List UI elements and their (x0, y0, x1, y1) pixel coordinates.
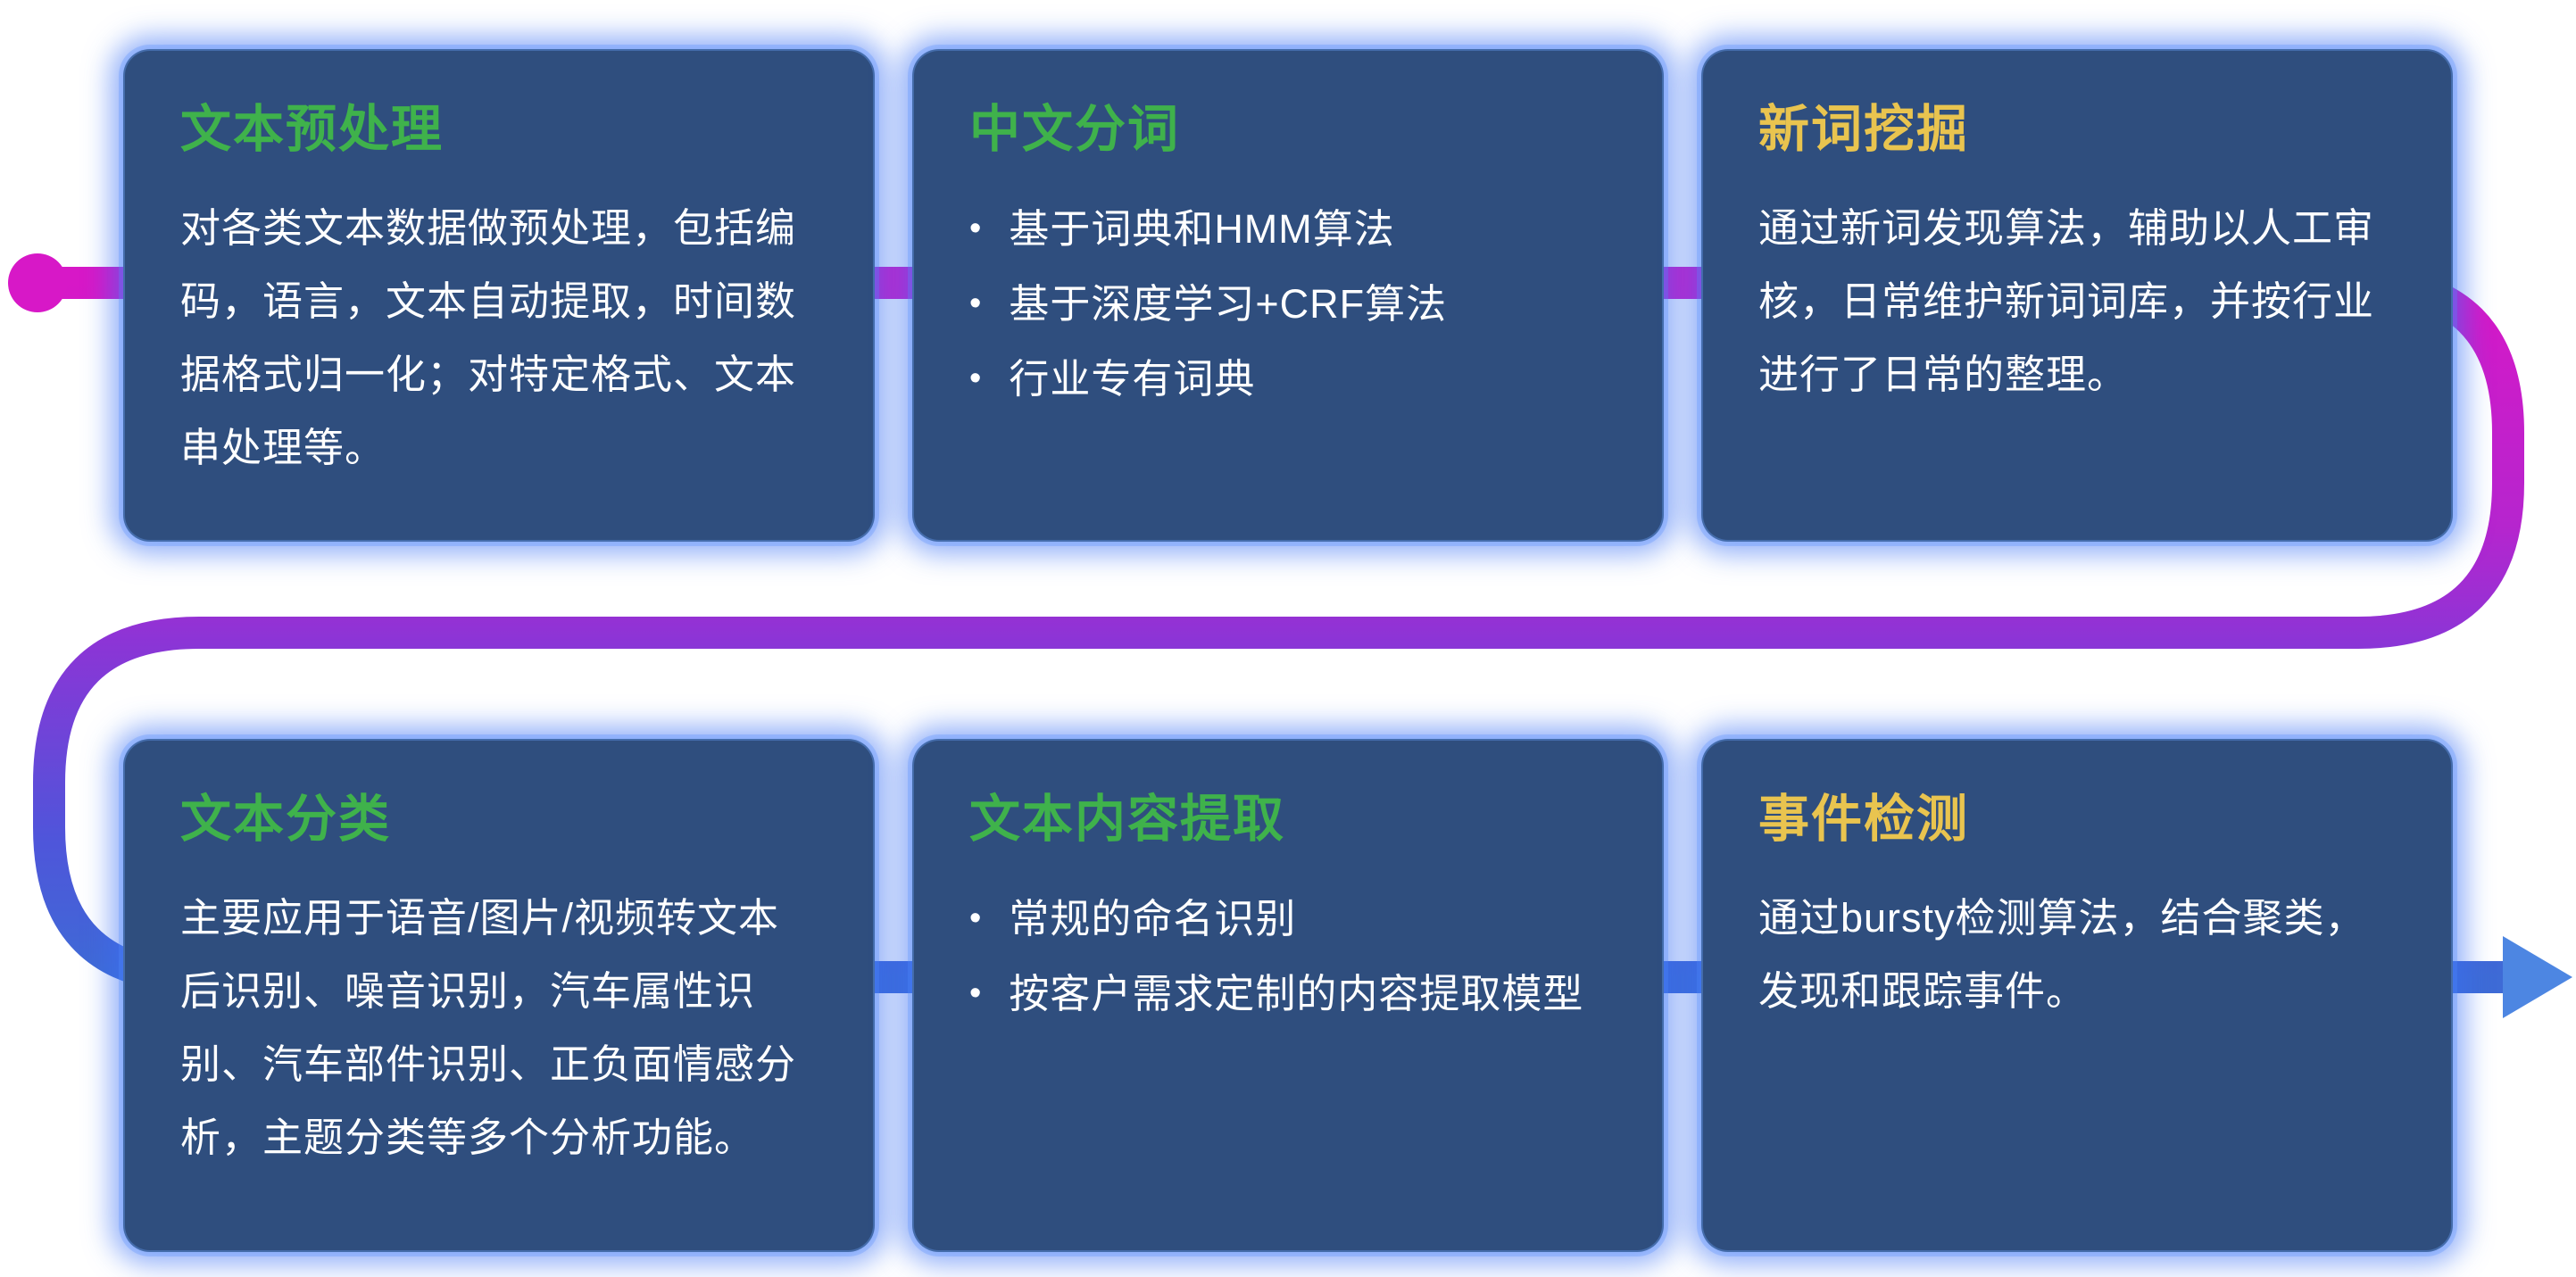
bullet-item: • 行业专有词典 (969, 342, 1607, 417)
card-new-word-mining: 新词挖掘 通过新词发现算法，辅助以人工审核，日常维护新词词库，并按行业进行了日常… (1701, 49, 2453, 542)
card-chinese-word-segmentation: 中文分词 • 基于词典和HMM算法 • 基于深度学习+CRF算法 • 行业专有词… (912, 49, 1664, 542)
bullet-item: • 按客户需求定制的内容提取模型 (969, 957, 1607, 1032)
card-text-content-extraction: 文本内容提取 • 常规的命名识别 • 按客户需求定制的内容提取模型 (912, 739, 1664, 1252)
card-bullet-list: • 常规的命名识别 • 按客户需求定制的内容提取模型 (969, 882, 1607, 1031)
bullet-text: 行业专有词典 (1009, 355, 1256, 402)
bullet-icon: • (969, 359, 983, 397)
card-title: 文本预处理 (180, 101, 444, 158)
bullet-item: • 基于深度学习+CRF算法 (969, 267, 1607, 342)
bullet-text: 按客户需求定制的内容提取模型 (1009, 970, 1584, 1016)
card-body: 通过bursty检测算法，结合聚类，发现和跟踪事件。 (1758, 895, 2366, 1015)
card-title: 文本分类 (180, 791, 391, 848)
bullet-icon: • (969, 284, 983, 322)
card-body: 主要应用于语音/图片/视频转文本后识别、噪音识别，汽车属性识别、汽车部件识别、正… (180, 895, 797, 1161)
card-body: 通过新词发现算法，辅助以人工审核，日常维护新词词库，并按行业进行了日常的整理。 (1758, 205, 2375, 398)
flow-path (33, 267, 2524, 993)
bullet-icon: • (969, 900, 983, 938)
card-body: 对各类文本数据做预处理，包括编码，语言，文本自动提取，时间数据格式归一化；对特定… (180, 205, 797, 471)
card-title: 事件检测 (1758, 791, 1969, 848)
card-bullet-list: • 基于词典和HMM算法 • 基于深度学习+CRF算法 • 行业专有词典 (969, 192, 1607, 416)
card-title: 文本内容提取 (969, 791, 1285, 848)
bullet-icon: • (969, 210, 983, 248)
bullet-icon: • (969, 974, 983, 1012)
card-event-detection: 事件检测 通过bursty检测算法，结合聚类，发现和跟踪事件。 (1701, 739, 2453, 1252)
flow-arrow-icon (2503, 936, 2572, 1018)
card-text-preprocessing: 文本预处理 对各类文本数据做预处理，包括编码，语言，文本自动提取，时间数据格式归… (123, 49, 875, 542)
card-title: 中文分词 (969, 101, 1180, 158)
bullet-text: 基于深度学习+CRF算法 (1009, 280, 1448, 327)
flow-start-dot (8, 253, 67, 312)
bullet-text: 常规的命名识别 (1009, 896, 1297, 942)
bullet-text: 基于词典和HMM算法 (1009, 206, 1395, 253)
card-text-classification: 文本分类 主要应用于语音/图片/视频转文本后识别、噪音识别，汽车属性识别、汽车部… (123, 739, 875, 1252)
bullet-item: • 基于词典和HMM算法 (969, 192, 1607, 267)
card-title: 新词挖掘 (1758, 101, 1969, 158)
bullet-item: • 常规的命名识别 (969, 882, 1607, 957)
